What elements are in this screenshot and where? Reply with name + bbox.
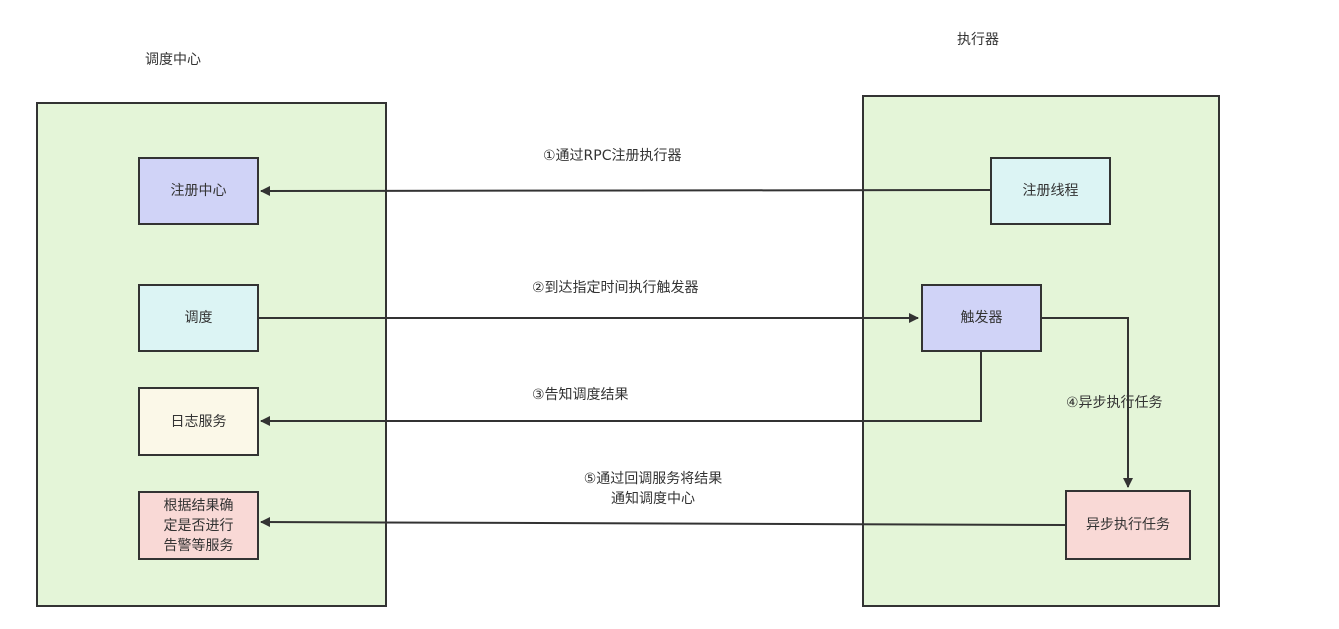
trigger-label: 触发器 bbox=[960, 310, 1003, 326]
edge-log-result-label: ③告知调度结果 bbox=[532, 387, 629, 403]
async-task-label: 异步执行任务 bbox=[1086, 517, 1170, 533]
async-task-node: 异步执行任务 bbox=[1065, 490, 1191, 560]
edge-callback-label-line-1: ⑤通过回调服务将结果 bbox=[583, 471, 723, 487]
executor-group-title: 执行器 bbox=[957, 32, 999, 48]
edge-register-label: ①通过RPC注册执行器 bbox=[543, 148, 682, 164]
schedule-node: 调度 bbox=[138, 284, 259, 352]
edge-callback-label-line-2: 通知调度中心 bbox=[611, 491, 695, 507]
alert-service-label-line-1: 根据结果确 bbox=[163, 497, 234, 514]
register-thread-label: 注册线程 bbox=[1022, 183, 1079, 199]
scheduler-group-title: 调度中心 bbox=[145, 52, 201, 68]
registry-center-label: 注册中心 bbox=[170, 183, 227, 199]
edge-async-label: ④异步执行任务 bbox=[1066, 395, 1163, 411]
log-service-label: 日志服务 bbox=[170, 413, 227, 430]
trigger-node: 触发器 bbox=[921, 284, 1042, 352]
edge-trigger-label: ②到达指定时间执行触发器 bbox=[532, 280, 699, 296]
registry-center-node: 注册中心 bbox=[138, 157, 259, 225]
log-service-node: 日志服务 bbox=[138, 387, 259, 456]
alert-service-label-line-3: 告警等服务 bbox=[163, 537, 234, 554]
register-thread-node: 注册线程 bbox=[990, 157, 1111, 225]
alert-service-node: 根据结果确 定是否进行 告警等服务 bbox=[138, 491, 259, 560]
alert-service-label-line-2: 定是否进行 bbox=[163, 517, 234, 534]
schedule-label: 调度 bbox=[184, 310, 213, 326]
edge-callback-label: ⑤通过回调服务将结果 通知调度中心 bbox=[571, 469, 735, 509]
